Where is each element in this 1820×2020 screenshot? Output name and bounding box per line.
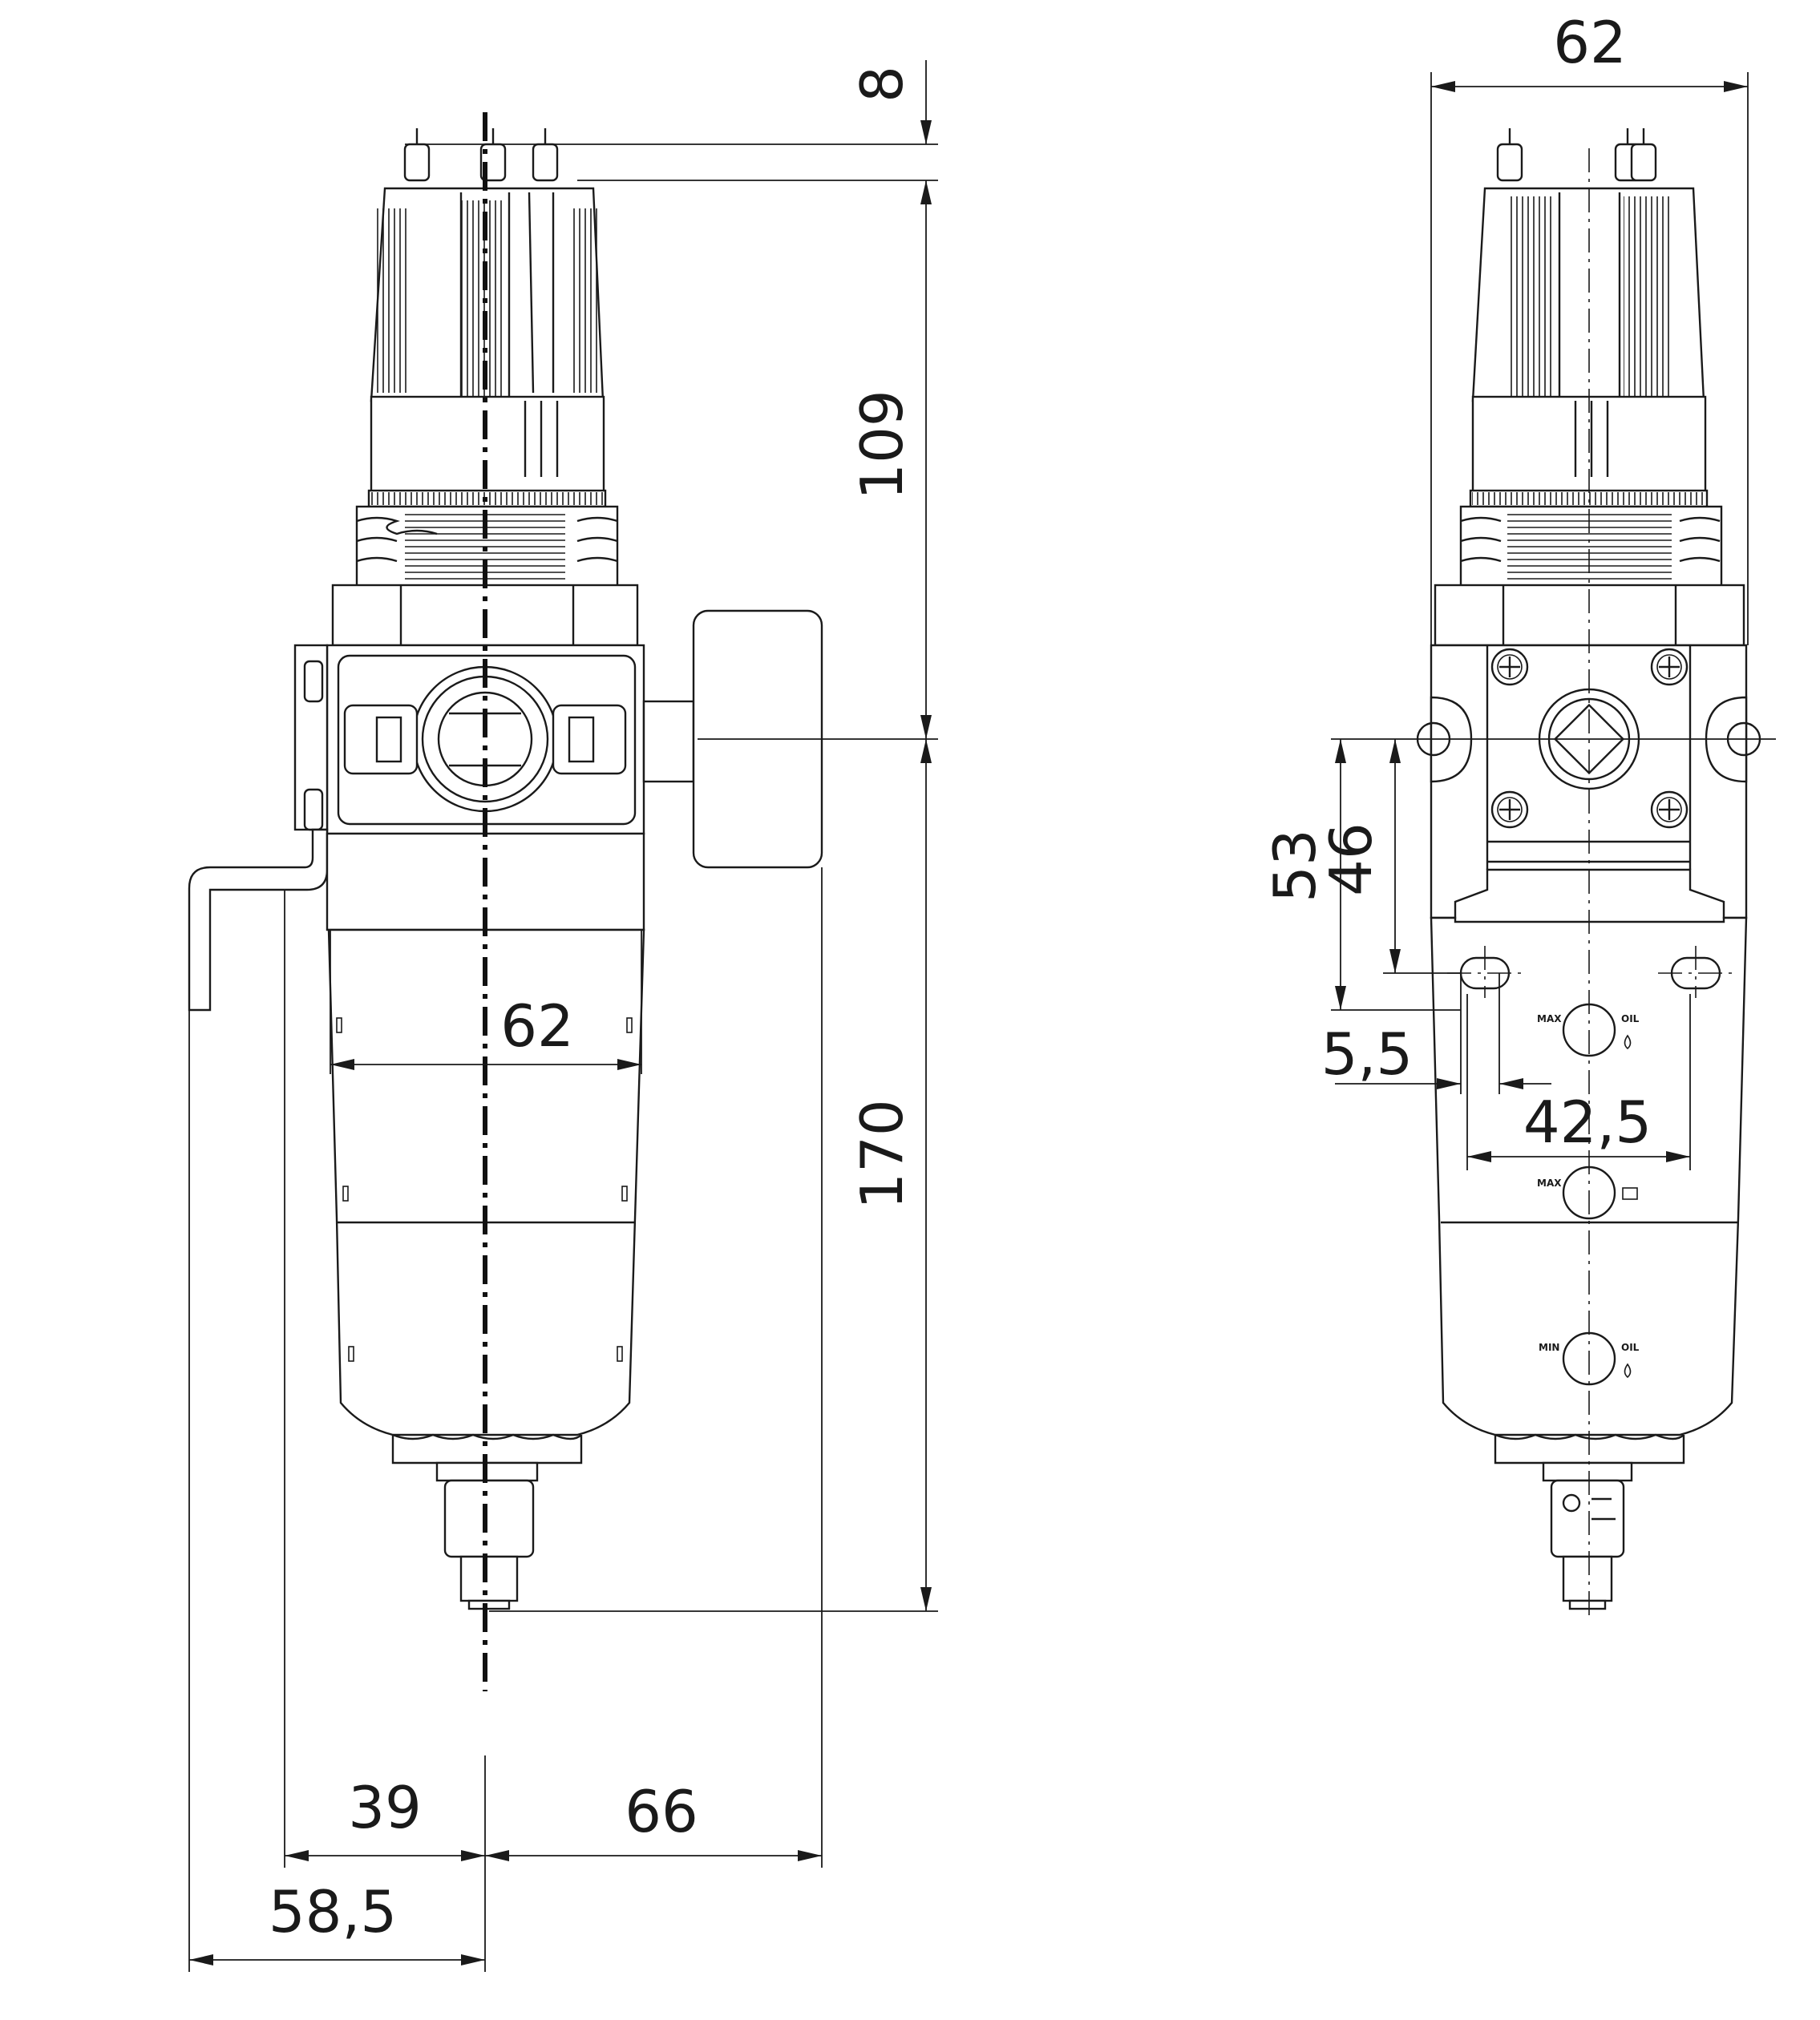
dim-66: 66 — [625, 1778, 698, 1845]
screws — [1490, 648, 1689, 829]
adjust-pins — [403, 128, 559, 182]
side-view: MAX OIL MAX MIN OIL — [1261, 9, 1776, 1619]
dim-46: 46 — [1317, 822, 1385, 896]
front-view: 8 109 170 62 39 66 58,5 — [188, 60, 938, 1972]
front-dimensions — [188, 60, 938, 1972]
sight-label-max-1: MAX — [1537, 1013, 1562, 1024]
dim-8: 8 — [848, 66, 916, 103]
sight-mark-icon — [1622, 1187, 1638, 1200]
dim-62-side: 62 — [1553, 9, 1627, 76]
dim-39: 39 — [348, 1774, 422, 1841]
oil-drop-icon — [1624, 1363, 1632, 1379]
side-bowl: MAX OIL MAX MIN OIL — [1430, 916, 1748, 1610]
sight-label-min-3: MIN — [1539, 1342, 1559, 1353]
dim-42-5: 42,5 — [1523, 1089, 1652, 1156]
oil-drop-icon — [1624, 1034, 1632, 1050]
dim-58-5: 58,5 — [269, 1878, 397, 1945]
side-dimensions — [1331, 72, 1749, 1170]
sight-label-max-2: MAX — [1537, 1178, 1562, 1189]
mounting-bracket — [188, 644, 329, 1012]
dim-109: 109 — [848, 390, 916, 499]
regulator-body — [326, 584, 695, 835]
sight-label-oil-1: OIL — [1621, 1013, 1640, 1024]
dim-170: 170 — [848, 1099, 916, 1209]
side-threads — [1459, 505, 1723, 588]
side-pins — [1496, 128, 1657, 182]
sight-label-oil-3: OIL — [1621, 1342, 1640, 1353]
dim-5-5: 5,5 — [1321, 1020, 1414, 1088]
dim-53: 53 — [1261, 829, 1329, 903]
dim-62-front: 62 — [500, 992, 574, 1060]
